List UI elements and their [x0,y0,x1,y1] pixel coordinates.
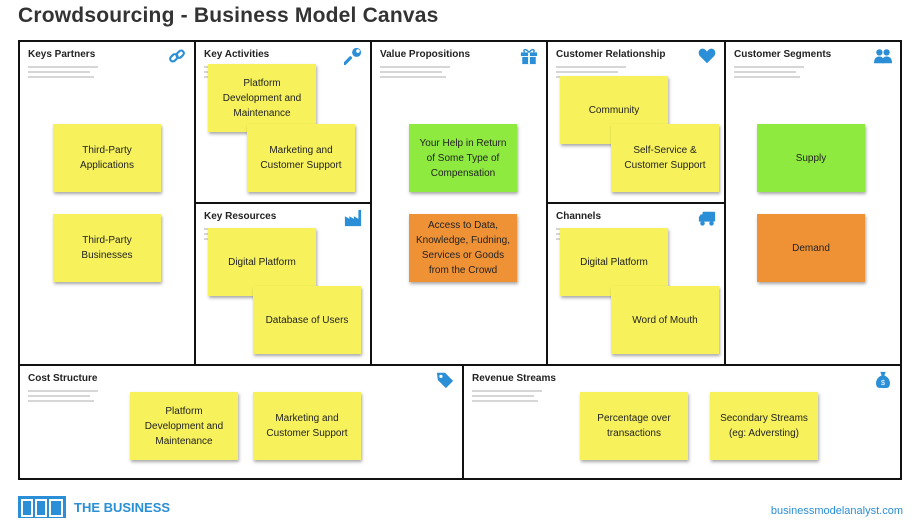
note-secondary-streams: Secondary Streams (eg: Adversting) [710,392,818,460]
brand-logo[interactable]: THE BUSINESS [18,496,170,518]
logo-mark-icon [18,496,66,518]
truck-icon [698,211,716,226]
customer-segments-title: Customer Segments [734,49,832,60]
note-database-of-users: Database of Users [253,286,361,354]
note-channel-digital-platform: Digital Platform [560,228,668,296]
value-propositions-section: Value Propositions Your Help in Return o… [370,40,548,366]
key-resources-title: Key Resources [204,211,277,222]
page-title: Crowdsourcing - Business Model Canvas [18,4,439,27]
cost-structure-title: Cost Structure [28,373,98,384]
users-icon [874,49,892,64]
note-access-to-data: Access to Data, Knowledge, Fudning, Serv… [409,214,517,282]
svg-text:$: $ [881,378,885,387]
note-cost-marketing-support: Marketing and Customer Support [253,392,361,460]
key-partners-title: Keys Partners [28,49,96,60]
website-link[interactable]: businessmodelanalyst.com [770,505,903,517]
money-bag-icon: $ [876,371,890,389]
placeholder-lines [380,66,450,81]
wrench-icon [344,47,362,65]
placeholder-lines [28,390,98,405]
business-model-canvas: Keys Partners Third-Party Applications T… [18,40,902,480]
channels-title: Channels [556,211,602,222]
key-activities-title: Key Activities [204,49,270,60]
value-propositions-title: Value Propositions [380,49,471,60]
note-third-party-businesses: Third-Party Businesses [53,214,161,282]
placeholder-lines [28,66,98,81]
key-resources-section: Key Resources Digital Platform Database … [194,202,372,366]
key-activities-section: Key Activities Platform Development and … [194,40,372,204]
note-percentage-over-transactions: Percentage over transactions [580,392,688,460]
factory-icon [344,209,362,227]
revenue-streams-section: Revenue Streams $ Percentage over transa… [462,364,902,480]
note-marketing-support: Marketing and Customer Support [247,124,355,192]
note-word-of-mouth: Word of Mouth [611,286,719,354]
note-platform-development: Platform Development and Maintenance [208,64,316,132]
placeholder-lines [734,66,804,81]
channels-section: Channels Digital Platform Word of Mouth [546,202,726,366]
link-icon [169,49,185,63]
key-partners-section: Keys Partners Third-Party Applications T… [18,40,196,366]
cost-structure-section: Cost Structure Platform Development and … [18,364,464,480]
revenue-streams-title: Revenue Streams [472,373,556,384]
customer-relationship-title: Customer Relationship [556,49,666,60]
gift-icon [520,48,538,65]
logo-text: THE BUSINESS [74,500,171,515]
tag-icon [436,372,454,389]
placeholder-lines [472,390,542,405]
note-cost-platform-development: Platform Development and Maintenance [130,392,238,460]
customer-relationship-section: Customer Relationship Community Self-Ser… [546,40,726,204]
note-supply: Supply [757,124,865,192]
note-self-service: Self-Service & Customer Support [611,124,719,192]
customer-segments-section: Customer Segments Supply Demand [724,40,902,366]
note-third-party-applications: Third-Party Applications [53,124,161,192]
heart-icon [698,48,716,64]
note-your-help: Your Help in Return of Some Type of Comp… [409,124,517,192]
note-digital-platform: Digital Platform [208,228,316,296]
note-demand: Demand [757,214,865,282]
